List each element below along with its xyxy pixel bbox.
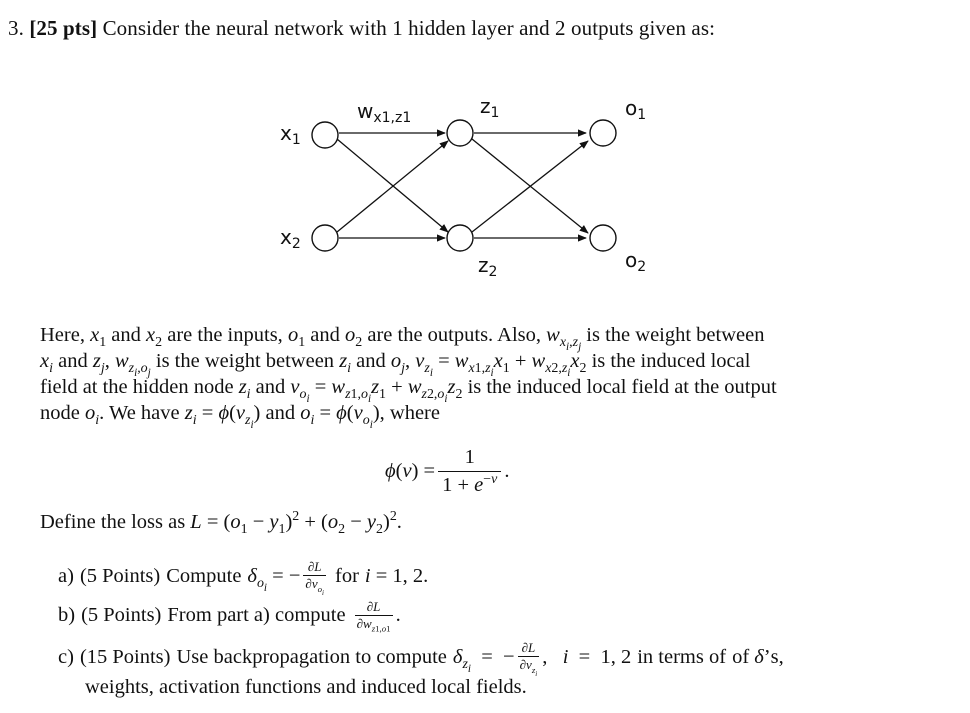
label-o2: o2 — [625, 248, 646, 275]
intro-paragraph: Here, x1 and x2 are the inputs, o1 and o… — [40, 322, 880, 431]
edge-x1-z2 — [336, 138, 449, 233]
label-weight-x1-z1: wx1,z1 — [357, 99, 411, 126]
loss-definition: Define the loss as L = (o1 − y1)2 + (o2 … — [40, 509, 402, 538]
edge-x2-z1 — [336, 140, 449, 233]
intro-line-3: field at the hidden node zi and voi = wz… — [40, 376, 777, 405]
problem-statement: Consider the neural network with 1 hidde… — [102, 16, 716, 40]
sigmoid-fraction: 1 1 + e−v — [438, 446, 502, 497]
node-z1 — [446, 119, 474, 147]
intro-line-1: Here, x1 and x2 are the inputs, o1 and o… — [40, 324, 765, 353]
node-z2 — [446, 224, 474, 252]
problem-points: [25 pts] — [29, 16, 98, 40]
label-o1: o1 — [625, 96, 646, 123]
problem-number: 3. — [8, 16, 24, 40]
label-x2: x2 — [280, 225, 301, 252]
node-o1 — [589, 119, 617, 147]
intro-line-2: xi and zj, wzi,oj is the weight between … — [40, 350, 751, 379]
part-c: c) (15 Points) Use backpropagation to co… — [58, 640, 784, 699]
edge-z2-o1 — [471, 140, 589, 233]
node-x2 — [311, 224, 339, 252]
activation-equation: ϕ(v) = 1 1 + e−v . — [385, 446, 510, 497]
label-x1: x1 — [280, 121, 301, 148]
label-z1: z1 — [480, 94, 499, 121]
intro-line-4: node oi. We have zi = ϕ(vzi) and oi = ϕ(… — [40, 402, 440, 431]
network-diagram: x1 x2 z1 z2 o1 o2 wx1,z1 — [280, 94, 646, 280]
label-z2: z2 — [478, 253, 497, 280]
node-o2 — [589, 224, 617, 252]
part-a: a) (5 Points) Compute δoi = − ∂L∂voi for… — [58, 559, 429, 597]
part-b: b) (5 Points) From part a) compute ∂L∂wz… — [58, 599, 401, 634]
node-x1 — [311, 121, 339, 149]
problem-header: 3. [25 pts] Consider the neural network … — [8, 16, 715, 41]
